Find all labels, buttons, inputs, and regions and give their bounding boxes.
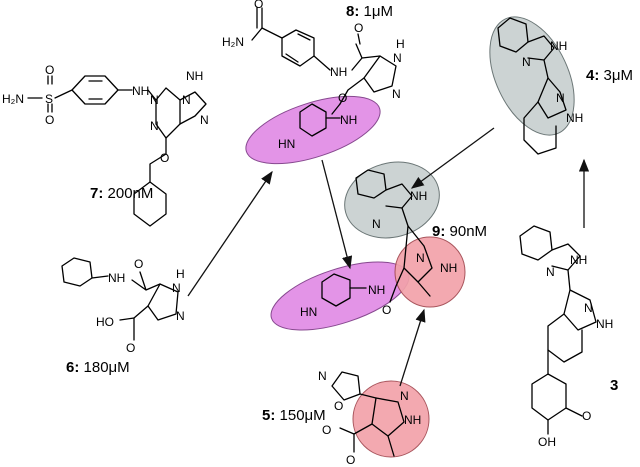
c8-hn: HN bbox=[278, 137, 295, 151]
c5-n: N bbox=[318, 369, 327, 383]
c3-n2: N bbox=[584, 301, 593, 315]
label-compound-8: 8: 1μM bbox=[346, 3, 393, 20]
c7-o3: O bbox=[160, 151, 169, 165]
c4-nh1: NH bbox=[550, 39, 567, 53]
c9-nh3: NH bbox=[368, 283, 385, 297]
c8-n1: N bbox=[393, 51, 402, 65]
c6-o2: O bbox=[126, 341, 135, 355]
compound-4-structure bbox=[497, 17, 567, 155]
compound-5-structure bbox=[331, 371, 405, 457]
c7-s: S bbox=[45, 92, 53, 106]
c5-n2: N bbox=[400, 389, 409, 403]
c7-n4: N bbox=[200, 113, 209, 127]
c9-nh1: NH bbox=[410, 189, 427, 203]
compound-7-structure bbox=[27, 75, 207, 227]
c7-n1: N bbox=[150, 93, 159, 107]
c9-n1: N bbox=[372, 217, 381, 231]
c6-h: H bbox=[176, 267, 185, 281]
label-compound-9: 9: 90nM bbox=[432, 223, 487, 240]
c5-o1: O bbox=[334, 399, 343, 413]
label-compound-3: 3 bbox=[610, 377, 618, 394]
piperidine-highlight-8 bbox=[245, 95, 381, 165]
c6-o1: O bbox=[134, 257, 143, 271]
compound-3-structure bbox=[519, 225, 597, 435]
arrow-5-to-9 bbox=[399, 308, 426, 387]
arrow-8-to-9 bbox=[321, 159, 353, 270]
c3-n1: N bbox=[546, 265, 555, 279]
label-compound-6: 6: 180μM bbox=[66, 359, 130, 376]
label-compound-7: 7: 200nM bbox=[90, 185, 153, 202]
c7-nh: NH bbox=[132, 84, 149, 98]
c7-h2n: H₂N bbox=[2, 92, 24, 106]
c7-o1: O bbox=[45, 63, 54, 77]
c5-o3: O bbox=[346, 453, 355, 467]
benzimidazole-highlight-4 bbox=[489, 16, 575, 136]
c6-nh: NH bbox=[108, 271, 125, 285]
c5-o2: O bbox=[322, 423, 331, 437]
label-compound-5: 5: 150μM bbox=[262, 407, 326, 424]
c7-nh2: NH bbox=[186, 69, 203, 83]
c3-o: O bbox=[582, 409, 591, 423]
c4-n1: N bbox=[522, 55, 531, 69]
c7-n2: N bbox=[150, 119, 159, 133]
c8-h2n: H₂N bbox=[222, 35, 244, 49]
piperidine-highlight-9 bbox=[270, 261, 410, 331]
c8-h: H bbox=[396, 37, 405, 51]
c9-o: O bbox=[382, 303, 391, 317]
compound-9-structure bbox=[321, 169, 433, 307]
c9-n2: N bbox=[416, 251, 425, 265]
arrow-6-to-8 bbox=[187, 170, 273, 297]
c9-hn: HN bbox=[300, 305, 317, 319]
c7-n3: N bbox=[182, 93, 191, 107]
c8-nh1: NH bbox=[330, 65, 347, 79]
c8-o3: O bbox=[338, 91, 347, 105]
arrow-4-to-9 bbox=[410, 127, 495, 189]
compound-6-structure bbox=[61, 257, 179, 341]
c8-o2: O bbox=[354, 21, 363, 35]
c7-o2: O bbox=[45, 113, 54, 127]
c6-n2: N bbox=[176, 309, 185, 323]
c8-o1: O bbox=[254, 0, 263, 11]
c4-nh2: NH bbox=[566, 111, 583, 125]
compound-8-structure bbox=[251, 7, 397, 137]
c3-nh2: NH bbox=[596, 317, 613, 331]
c3-nh1: NH bbox=[570, 253, 587, 267]
pyrazole-highlight-9 bbox=[394, 236, 466, 308]
pyrazole-highlight-5 bbox=[352, 380, 430, 458]
c4-n2: N bbox=[556, 91, 565, 105]
c6-n1: N bbox=[172, 281, 181, 295]
label-compound-4: 4: 3μM bbox=[586, 67, 633, 84]
c8-n2: N bbox=[392, 87, 401, 101]
c8-nh2: NH bbox=[340, 113, 357, 127]
c5-nh: NH bbox=[404, 413, 421, 427]
c9-nh2: NH bbox=[440, 261, 457, 275]
c6-ho: HO bbox=[96, 315, 114, 329]
c3-oh: OH bbox=[538, 435, 556, 449]
